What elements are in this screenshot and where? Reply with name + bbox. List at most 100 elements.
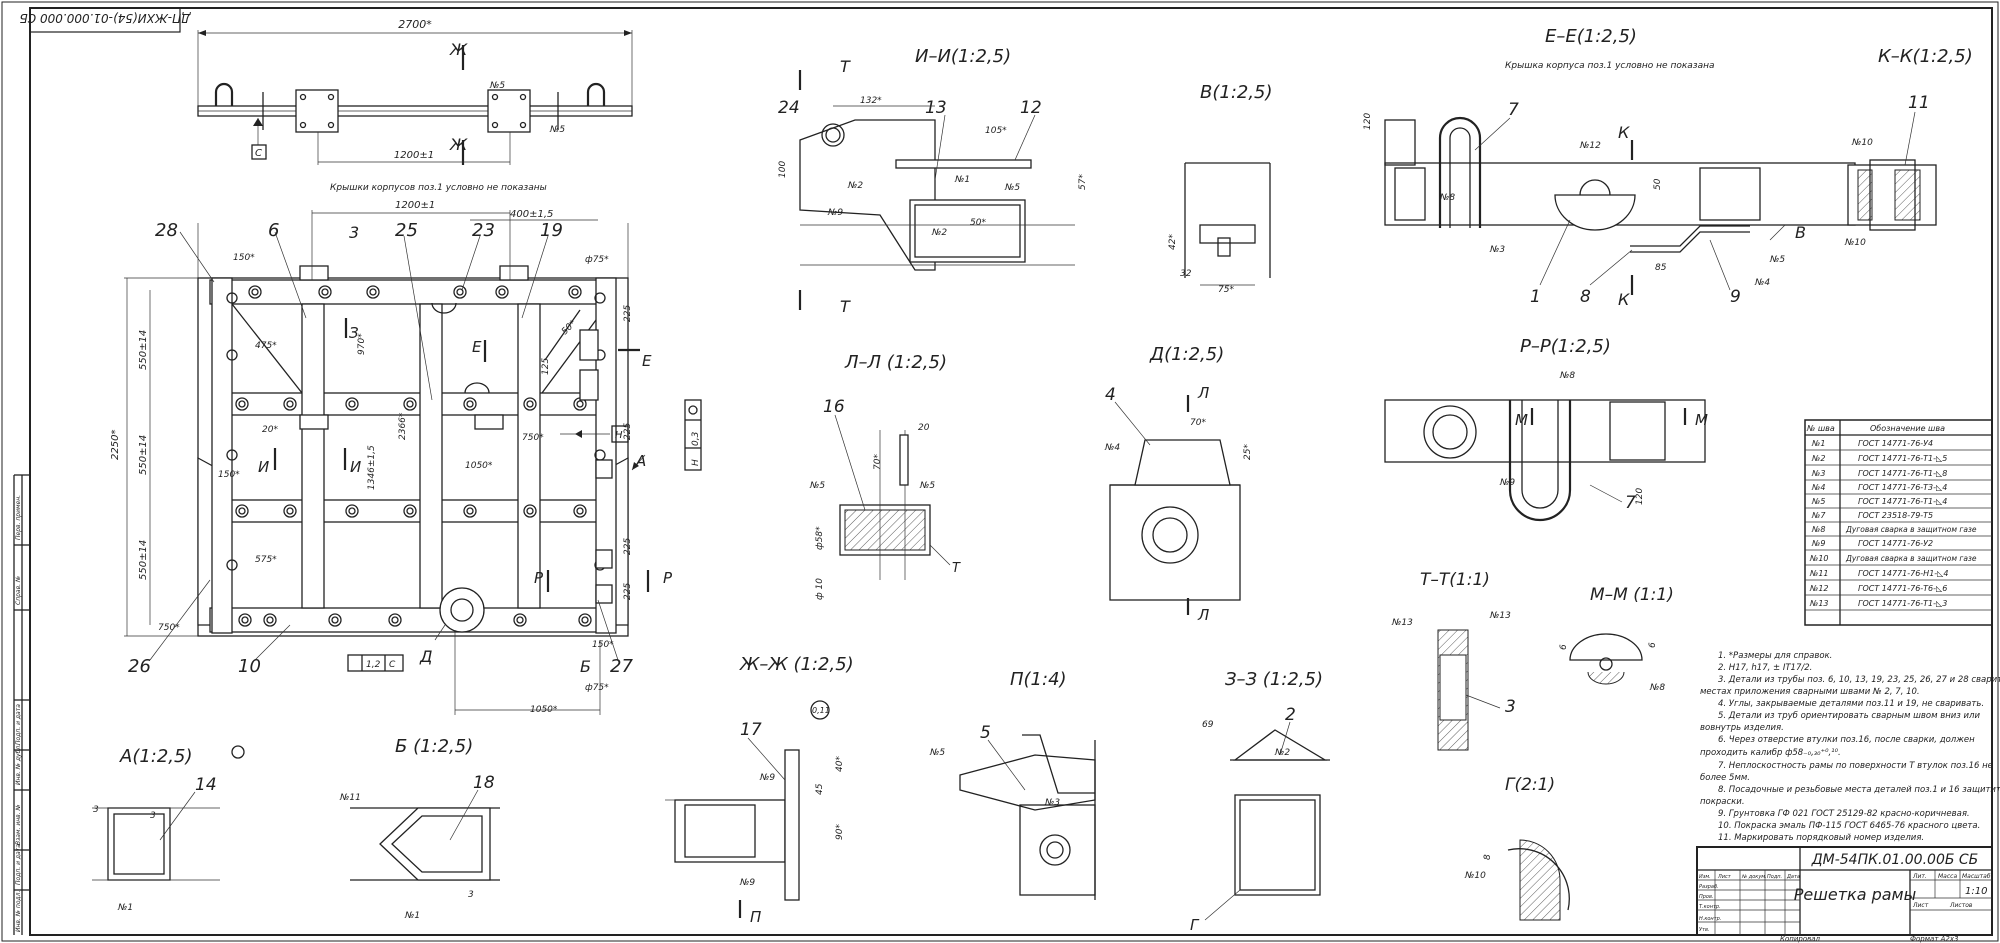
v-title: В(1:2,5) — [1200, 82, 1273, 103]
tb-sheet: Лист — [1912, 902, 1929, 909]
strip-label-7: Инв. № подл. — [15, 891, 22, 932]
v-dim-42: 42* — [1168, 234, 1178, 250]
a-dim-3b: 3 — [150, 811, 156, 821]
mm-title: М–М (1:1) — [1590, 585, 1674, 605]
note-11: 8. Посадочные и резьбовые места деталей … — [1718, 785, 2000, 795]
ee-weld-5: №5 — [1769, 255, 1785, 265]
main-dim-150-left: 150* — [218, 470, 240, 480]
tb-row-3: Т.контр. — [1699, 904, 1721, 910]
v-dim-75: 75* — [1218, 285, 1234, 295]
note-6: вовнутрь изделия. — [1700, 723, 1784, 733]
wt-r9-d: ГОСТ 14771-76-Н1-◺4 — [1858, 569, 1948, 578]
kk-callout-11: 11 — [1908, 93, 1930, 113]
wt-r11-n: №13 — [1809, 599, 1829, 608]
note-14: 10. Покраска эмаль ПФ-115 ГОСТ 6465-76 к… — [1718, 821, 1980, 831]
tb-designation: ДМ-54ПК.01.00.00Б СБ — [1811, 852, 1979, 868]
strip-label-6: Подп. и дата — [15, 844, 22, 885]
zhzh-dim-45: 45 — [815, 783, 825, 795]
note-13: 9. Грунтовка ГФ 021 ГОСТ 25129-82 красно… — [1718, 809, 1970, 819]
view-kk: К–К(1:2,5) 11 №10 №10 — [1844, 46, 1973, 248]
main-dim-50: 750* — [158, 623, 180, 633]
wt-r4-n: №5 — [1811, 497, 1825, 506]
ii-weld-5: №5 — [1004, 183, 1020, 193]
note-2: 3. Детали из трубы поз. 6, 10, 13, 19, 2… — [1718, 675, 2000, 685]
wt-r10-n: №12 — [1809, 584, 1829, 593]
weld-table-rows: №1 ГОСТ 14771-76-У4 №2 ГОСТ 14771-76-Т1-… — [1805, 439, 1992, 611]
ll-weld-5b: №5 — [919, 481, 935, 491]
wt-r10-d: ГОСТ 14771-76-Т6-◺6 — [1858, 584, 1947, 593]
tb-row-5: Утв. — [1699, 927, 1710, 933]
a-dim-3a: 3 — [93, 805, 99, 815]
zz-view-g: Г — [1190, 916, 1200, 934]
wt-h1: № шва — [1806, 424, 1835, 433]
tb-col-3: Дата — [1786, 874, 1800, 880]
kk-weld-10a: №10 — [1851, 138, 1873, 148]
view-tt: Т–Т(1:1) 3 №13 №13 — [1391, 570, 1516, 751]
wt-r2-n: №3 — [1811, 469, 1825, 478]
tt-weld-13a: №13 — [1391, 618, 1413, 628]
view-d: Д(1:2,5) 4 70* 25* №4 Л Л — [1104, 344, 1253, 624]
wt-r11-d: ГОСТ 14771-76-Т1-◺3 — [1858, 599, 1947, 608]
ii-dim-132: 132* — [860, 96, 882, 106]
pp-dim-120: 120 — [1635, 488, 1645, 505]
pp-weld-8: №8 — [1559, 371, 1575, 381]
note-9: 7. Неплоскостность рамы по поверхности Т… — [1718, 761, 1993, 771]
ii-dim-50: 50* — [970, 218, 986, 228]
ee-weld-8: №8 — [1439, 193, 1455, 203]
rotated-code-box: ДП-ЖХИ(54)-01.000.000 СБ — [20, 7, 191, 33]
flatness-value: 0,3 — [691, 431, 701, 446]
g-dim-8: 8 — [1483, 854, 1493, 860]
main-dim-550b: 550±14 — [138, 435, 149, 475]
wt-r6-d: Дуговая сварка в защитном газе — [1845, 525, 1977, 534]
zhzh-dim-90: 90* — [835, 824, 845, 840]
main-dim-1200: 1200±1 — [395, 200, 435, 211]
ee-sec-k2: К — [1618, 290, 1630, 309]
ee-note: Крышка корпуса поз.1 условно не показана — [1505, 61, 1714, 71]
tb-row-4: Н.контр. — [1699, 916, 1721, 922]
strip-label-3: Подп. и дата — [15, 704, 22, 745]
ll-dim-58: ф58* — [815, 526, 825, 550]
flatness-base: Н — [691, 459, 701, 466]
ee-sec-k: К — [1618, 123, 1630, 142]
b-dim-3: 3 — [468, 890, 474, 900]
tb-title: Решетка рамы — [1794, 885, 1917, 904]
tb-col-1: № докум. — [1741, 874, 1767, 880]
top-weld-5a: №5 — [489, 81, 505, 91]
main-dim-125: 125 — [541, 358, 551, 375]
ee-callout-9: 9 — [1730, 287, 1741, 307]
tb-col-2: Подп. — [1767, 874, 1782, 880]
main-dim-225d: 225 — [623, 583, 633, 600]
callout-6: 6 — [268, 220, 279, 241]
main-dim-150-top: 150* — [233, 253, 255, 263]
d-dim-25: 25* — [1243, 444, 1253, 460]
ee-dim-50: 50 — [1653, 178, 1663, 190]
mm-dim-6a: 6 — [1559, 644, 1569, 650]
main-dim-2366: 2366* — [398, 412, 408, 440]
wt-r1-d: ГОСТ 14771-76-Т1-◺5 — [1858, 454, 1947, 463]
p-weld-3: №3 — [1044, 798, 1060, 808]
ii-weld-1: №1 — [954, 175, 970, 185]
ee-sec-v: В — [1795, 223, 1806, 242]
pp-sec-m: М — [1515, 411, 1528, 429]
p-weld-5: №5 — [929, 748, 945, 758]
callout-B: Б — [580, 657, 591, 676]
pp-sec-m2: М — [1695, 411, 1708, 429]
pp-callout-7: 7 — [1625, 493, 1636, 513]
section-markers: З Е Е И И Р Р А — [258, 318, 673, 592]
main-dim-750: 750* — [522, 433, 544, 443]
note-3: местах приложения сварными швами № 2, 7,… — [1700, 687, 1920, 697]
ll-weld-5a: №5 — [809, 481, 825, 491]
sec-E: Е — [472, 338, 482, 356]
d-sec-l2: Л — [1197, 606, 1209, 624]
sec-Z: З — [349, 324, 359, 342]
main-dim-575: 575* — [255, 555, 277, 565]
title-block: Изм. Разраб. Пров. Т.контр. Н.контр. Утв… — [1696, 846, 1993, 943]
ll-sec-t: Т — [952, 561, 961, 576]
v-dim-32: 32 — [1180, 269, 1192, 279]
wt-r1-n: №2 — [1811, 454, 1825, 463]
main-dim-475: 475* — [255, 341, 277, 351]
pp-weld-9: №9 — [1499, 478, 1515, 488]
ii-callout-24: 24 — [778, 98, 800, 118]
zz-callout-2: 2 — [1285, 705, 1296, 725]
top-section-letter: Ж — [449, 40, 468, 59]
